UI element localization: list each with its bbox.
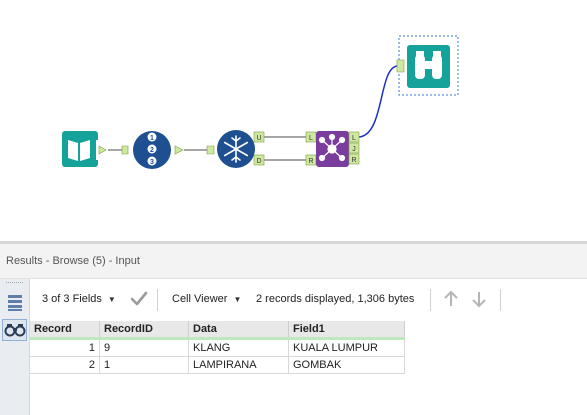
join-left-input-label: L (309, 135, 313, 142)
table-row[interactable]: 1 9 KLANG KUALA LUMPUR (30, 338, 405, 357)
browse-view-button[interactable] (2, 319, 27, 341)
table-header-row: Record RecordID Data Field1 (30, 321, 405, 340)
wire-join-browse (357, 65, 399, 138)
results-title: Results - Browse (5) - Input (6, 255, 140, 267)
scroll-down-button[interactable] (471, 290, 487, 311)
record-id-tool-node[interactable]: 1 2 3 (121, 131, 184, 169)
digit-3: 3 (150, 159, 154, 166)
binoculars-icon (4, 324, 25, 337)
column-header-data[interactable]: Data (188, 321, 289, 340)
binoculars-icon (415, 51, 442, 79)
join-output-label: J (352, 146, 356, 153)
unique-tool-node[interactable]: U D (206, 130, 265, 168)
arrow-up-icon (444, 290, 458, 306)
grip-handle[interactable] (6, 282, 23, 286)
digit-2: 2 (150, 147, 154, 154)
checkmark-icon (130, 291, 148, 306)
scroll-up-button[interactable] (443, 290, 459, 311)
join-tool-node[interactable]: L R L J R (305, 131, 360, 167)
snowflake-icon (223, 135, 249, 163)
chevron-down-icon: ▼ (233, 295, 242, 304)
fields-dropdown-label: 3 of 3 Fields (42, 293, 102, 305)
panel-divider[interactable] (0, 241, 587, 244)
results-side-rail (0, 279, 30, 415)
unique-port-label: U (256, 135, 261, 142)
results-grid[interactable]: Record RecordID Data Field1 1 9 KLANG KU… (30, 321, 587, 415)
workflow-diagram: 1 2 3 U D L R (62, 35, 459, 169)
join-nodes-icon (318, 133, 346, 162)
cell-field1: KUALA LUMPUR (288, 338, 405, 357)
cell-viewer-label: Cell Viewer (172, 293, 228, 305)
digit-1: 1 (150, 135, 154, 142)
list-icon (7, 295, 22, 311)
duplicate-port-label: D (256, 158, 261, 165)
input-tool-node[interactable] (62, 131, 107, 167)
list-view-button[interactable] (4, 292, 25, 314)
cell-recordid: 9 (99, 338, 189, 357)
apply-checkmark-button[interactable] (130, 290, 148, 309)
cell-recordid: 1 (99, 356, 189, 374)
table-row[interactable]: 2 1 LAMPIRANA GOMBAK (30, 356, 405, 374)
chevron-down-icon: ▼ (107, 295, 116, 304)
records-summary: 2 records displayed, 1,306 bytes (256, 293, 415, 305)
results-table: Record RecordID Data Field1 1 9 KLANG KU… (30, 321, 405, 374)
column-header-field1[interactable]: Field1 (288, 321, 405, 340)
cell-record: 2 (30, 356, 100, 374)
toolbar-separator (157, 289, 158, 311)
join-right-input-label: R (308, 158, 313, 165)
toolbar-separator (430, 289, 431, 311)
column-header-recordid[interactable]: RecordID (99, 321, 189, 340)
cell-field1: GOMBAK (288, 356, 405, 374)
results-header: Results - Browse (5) - Input (0, 244, 587, 279)
arrow-down-icon (472, 292, 486, 308)
join-right-output-label: R (351, 157, 356, 164)
book-input-icon (68, 140, 90, 161)
cell-record: 1 (30, 338, 100, 357)
workflow-canvas[interactable]: 1 2 3 U D L R (0, 0, 587, 241)
browse-tool-node[interactable] (396, 35, 459, 96)
cell-data: KLANG (188, 338, 289, 357)
fields-dropdown[interactable]: 3 of 3 Fields ▼ (42, 293, 116, 305)
results-toolbar: 3 of 3 Fields ▼ Cell Viewer ▼ 2 records di… (30, 279, 587, 321)
toolbar-separator (500, 289, 501, 311)
numbered-list-icon: 1 2 3 (147, 132, 157, 166)
cell-viewer-dropdown[interactable]: Cell Viewer ▼ (172, 293, 241, 305)
join-left-output-label: L (352, 135, 356, 142)
column-header-record[interactable]: Record (30, 321, 100, 340)
cell-data: LAMPIRANA (188, 356, 289, 374)
